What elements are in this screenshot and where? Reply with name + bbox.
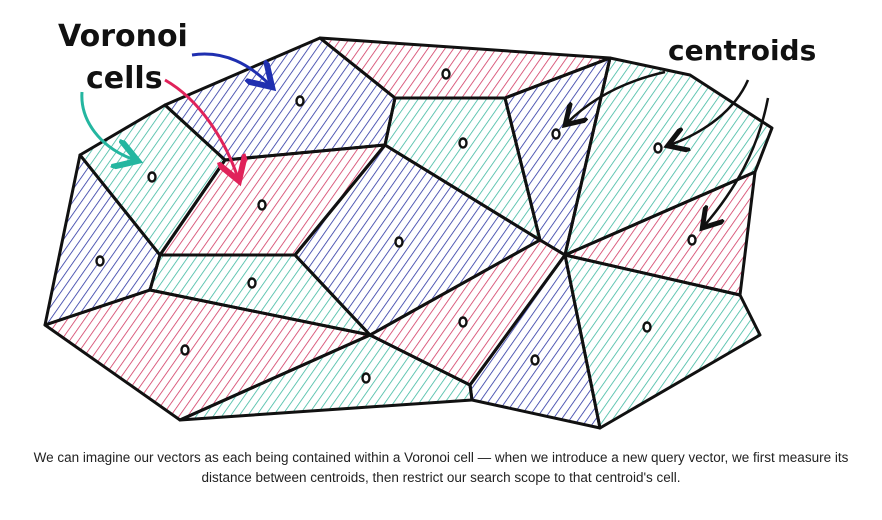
- centroid-dot: [441, 68, 451, 80]
- centroid-dot: [361, 372, 371, 384]
- centroid-dot: [642, 321, 652, 333]
- centroid-dot: [257, 199, 267, 211]
- cell-teal: [563, 56, 774, 257]
- cell-teal: [563, 253, 762, 430]
- centroid-dot: [687, 234, 697, 246]
- centroid-dot: [458, 316, 468, 328]
- teal-arrow: [80, 91, 135, 160]
- centroid-dot: [653, 142, 663, 154]
- centroid-arrow: [704, 97, 770, 226]
- centroid-arrow: [670, 79, 750, 145]
- voronoi-label: Voronoi: [58, 19, 188, 54]
- voronoi-diagram: Voronoi cells centroids: [43, 19, 816, 430]
- centroid-dot: [247, 277, 257, 289]
- centroid-dot: [147, 171, 157, 183]
- centroid-dot: [530, 354, 540, 366]
- centroid-arrow: [567, 70, 666, 123]
- centroid-dot: [180, 344, 190, 356]
- centroids-label: centroids: [668, 34, 816, 67]
- centroid-dot: [551, 128, 561, 140]
- cells-label: cells: [86, 61, 163, 96]
- red-arrow: [164, 78, 238, 178]
- centroid-dot: [295, 95, 305, 107]
- centroid-dot: [394, 236, 404, 248]
- centroid-dot: [95, 255, 105, 267]
- blue-arrow: [191, 52, 270, 85]
- figure-caption: We can imagine our vectors as each being…: [33, 450, 849, 485]
- centroid-dot: [458, 137, 468, 149]
